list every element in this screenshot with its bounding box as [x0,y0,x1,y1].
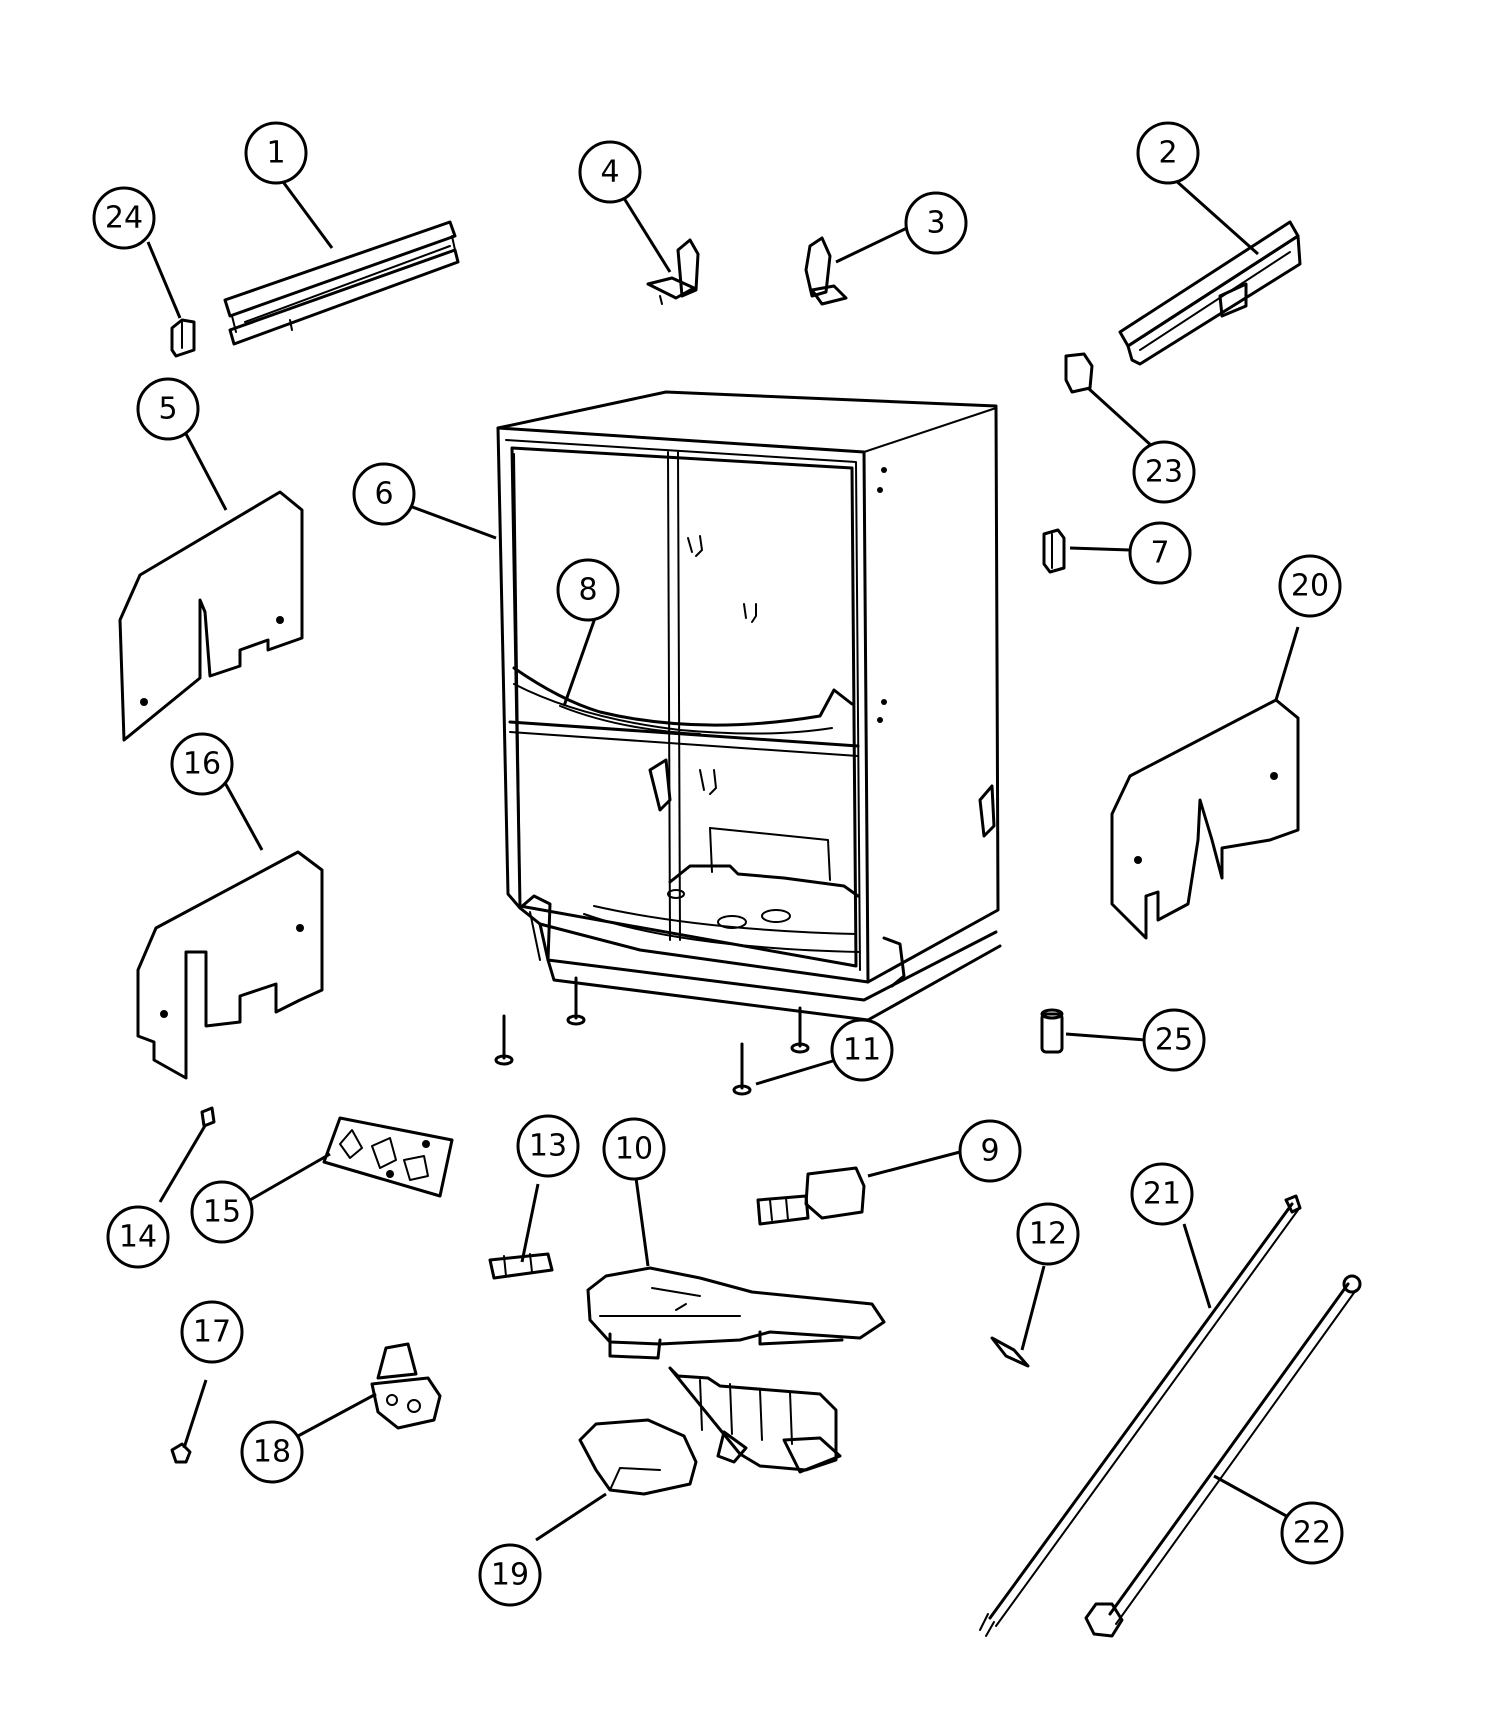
callout-19: 19 [478,1543,542,1607]
callout-10: 10 [602,1117,666,1181]
callout-11: 11 [830,1018,894,1082]
callout-4: 4 [578,140,642,204]
callout-23: 23 [1132,440,1196,504]
callout-13: 13 [516,1114,580,1178]
callout-1: 1 [244,121,308,185]
svg-text:24: 24 [105,201,143,236]
part-25-cylinder [1040,1008,1064,1054]
svg-text:10: 10 [615,1132,653,1167]
callout-25: 25 [1142,1008,1206,1072]
part-16-panel [136,850,324,1080]
callout-3: 3 [904,191,968,255]
part-12-blade [990,1336,1030,1368]
svg-text:13: 13 [529,1129,567,1164]
svg-text:4: 4 [600,155,619,190]
callout-21: 21 [1130,1162,1194,1226]
callout-2: 2 [1136,121,1200,185]
part-10-housing [586,1266,886,1360]
svg-text:14: 14 [119,1220,157,1255]
svg-text:5: 5 [158,392,177,427]
callout-16: 16 [170,732,234,796]
callout-24: 24 [92,186,156,250]
svg-text:1: 1 [266,136,285,171]
svg-text:16: 16 [183,747,221,782]
svg-text:20: 20 [1291,569,1329,604]
callout-7: 7 [1128,521,1192,585]
part-20-panel [1110,698,1300,940]
part-5-panel [118,490,304,742]
part-19-tray [578,1366,842,1496]
part-22-hose [1084,1274,1362,1638]
part-7-latch [1042,528,1066,574]
svg-text:8: 8 [578,573,597,608]
part-4-hinge-left [646,238,700,305]
svg-text:7: 7 [1150,536,1169,571]
svg-text:25: 25 [1155,1023,1193,1058]
callout-8: 8 [556,558,620,622]
svg-text:23: 23 [1145,455,1183,490]
callout-17: 17 [180,1300,244,1364]
svg-text:18: 18 [253,1435,291,1470]
part-15-circuit-board [322,1116,454,1198]
part-24-clip [170,318,196,358]
svg-text:9: 9 [980,1134,999,1169]
part-8-support [559,705,701,735]
svg-text:11: 11 [843,1033,881,1068]
part-17-plug [170,1442,192,1464]
part-1-rail-left [223,220,460,346]
leader-lines [146,174,1300,1542]
callout-20: 20 [1278,554,1342,618]
callout-6: 6 [352,462,416,526]
callout-12: 12 [1016,1202,1080,1266]
callout-18: 18 [240,1420,304,1484]
callout-5: 5 [136,377,200,441]
part-2-rail-right [1118,220,1302,366]
part-23-clip [1064,352,1094,394]
svg-text:15: 15 [203,1195,241,1230]
svg-text:22: 22 [1293,1516,1331,1551]
part-13-switch [488,1252,554,1280]
part-9-bracket [756,1166,866,1226]
svg-text:21: 21 [1143,1177,1181,1212]
svg-text:3: 3 [926,206,945,241]
part-18-valve [370,1342,442,1430]
svg-text:12: 12 [1029,1217,1067,1252]
svg-text:2: 2 [1158,136,1177,171]
callout-22: 22 [1280,1501,1344,1565]
svg-text:17: 17 [193,1315,231,1350]
part-11-legs [494,976,810,1096]
svg-text:19: 19 [491,1558,529,1593]
part-21-rod [979,1194,1302,1637]
callout-15: 15 [190,1180,254,1244]
part-14-screw [200,1106,216,1128]
part-3-hinge-right [804,236,848,306]
callout-14: 14 [106,1205,170,1269]
svg-text:6: 6 [374,477,393,512]
part-6-tub [496,390,1002,1022]
callout-9: 9 [958,1119,1022,1183]
